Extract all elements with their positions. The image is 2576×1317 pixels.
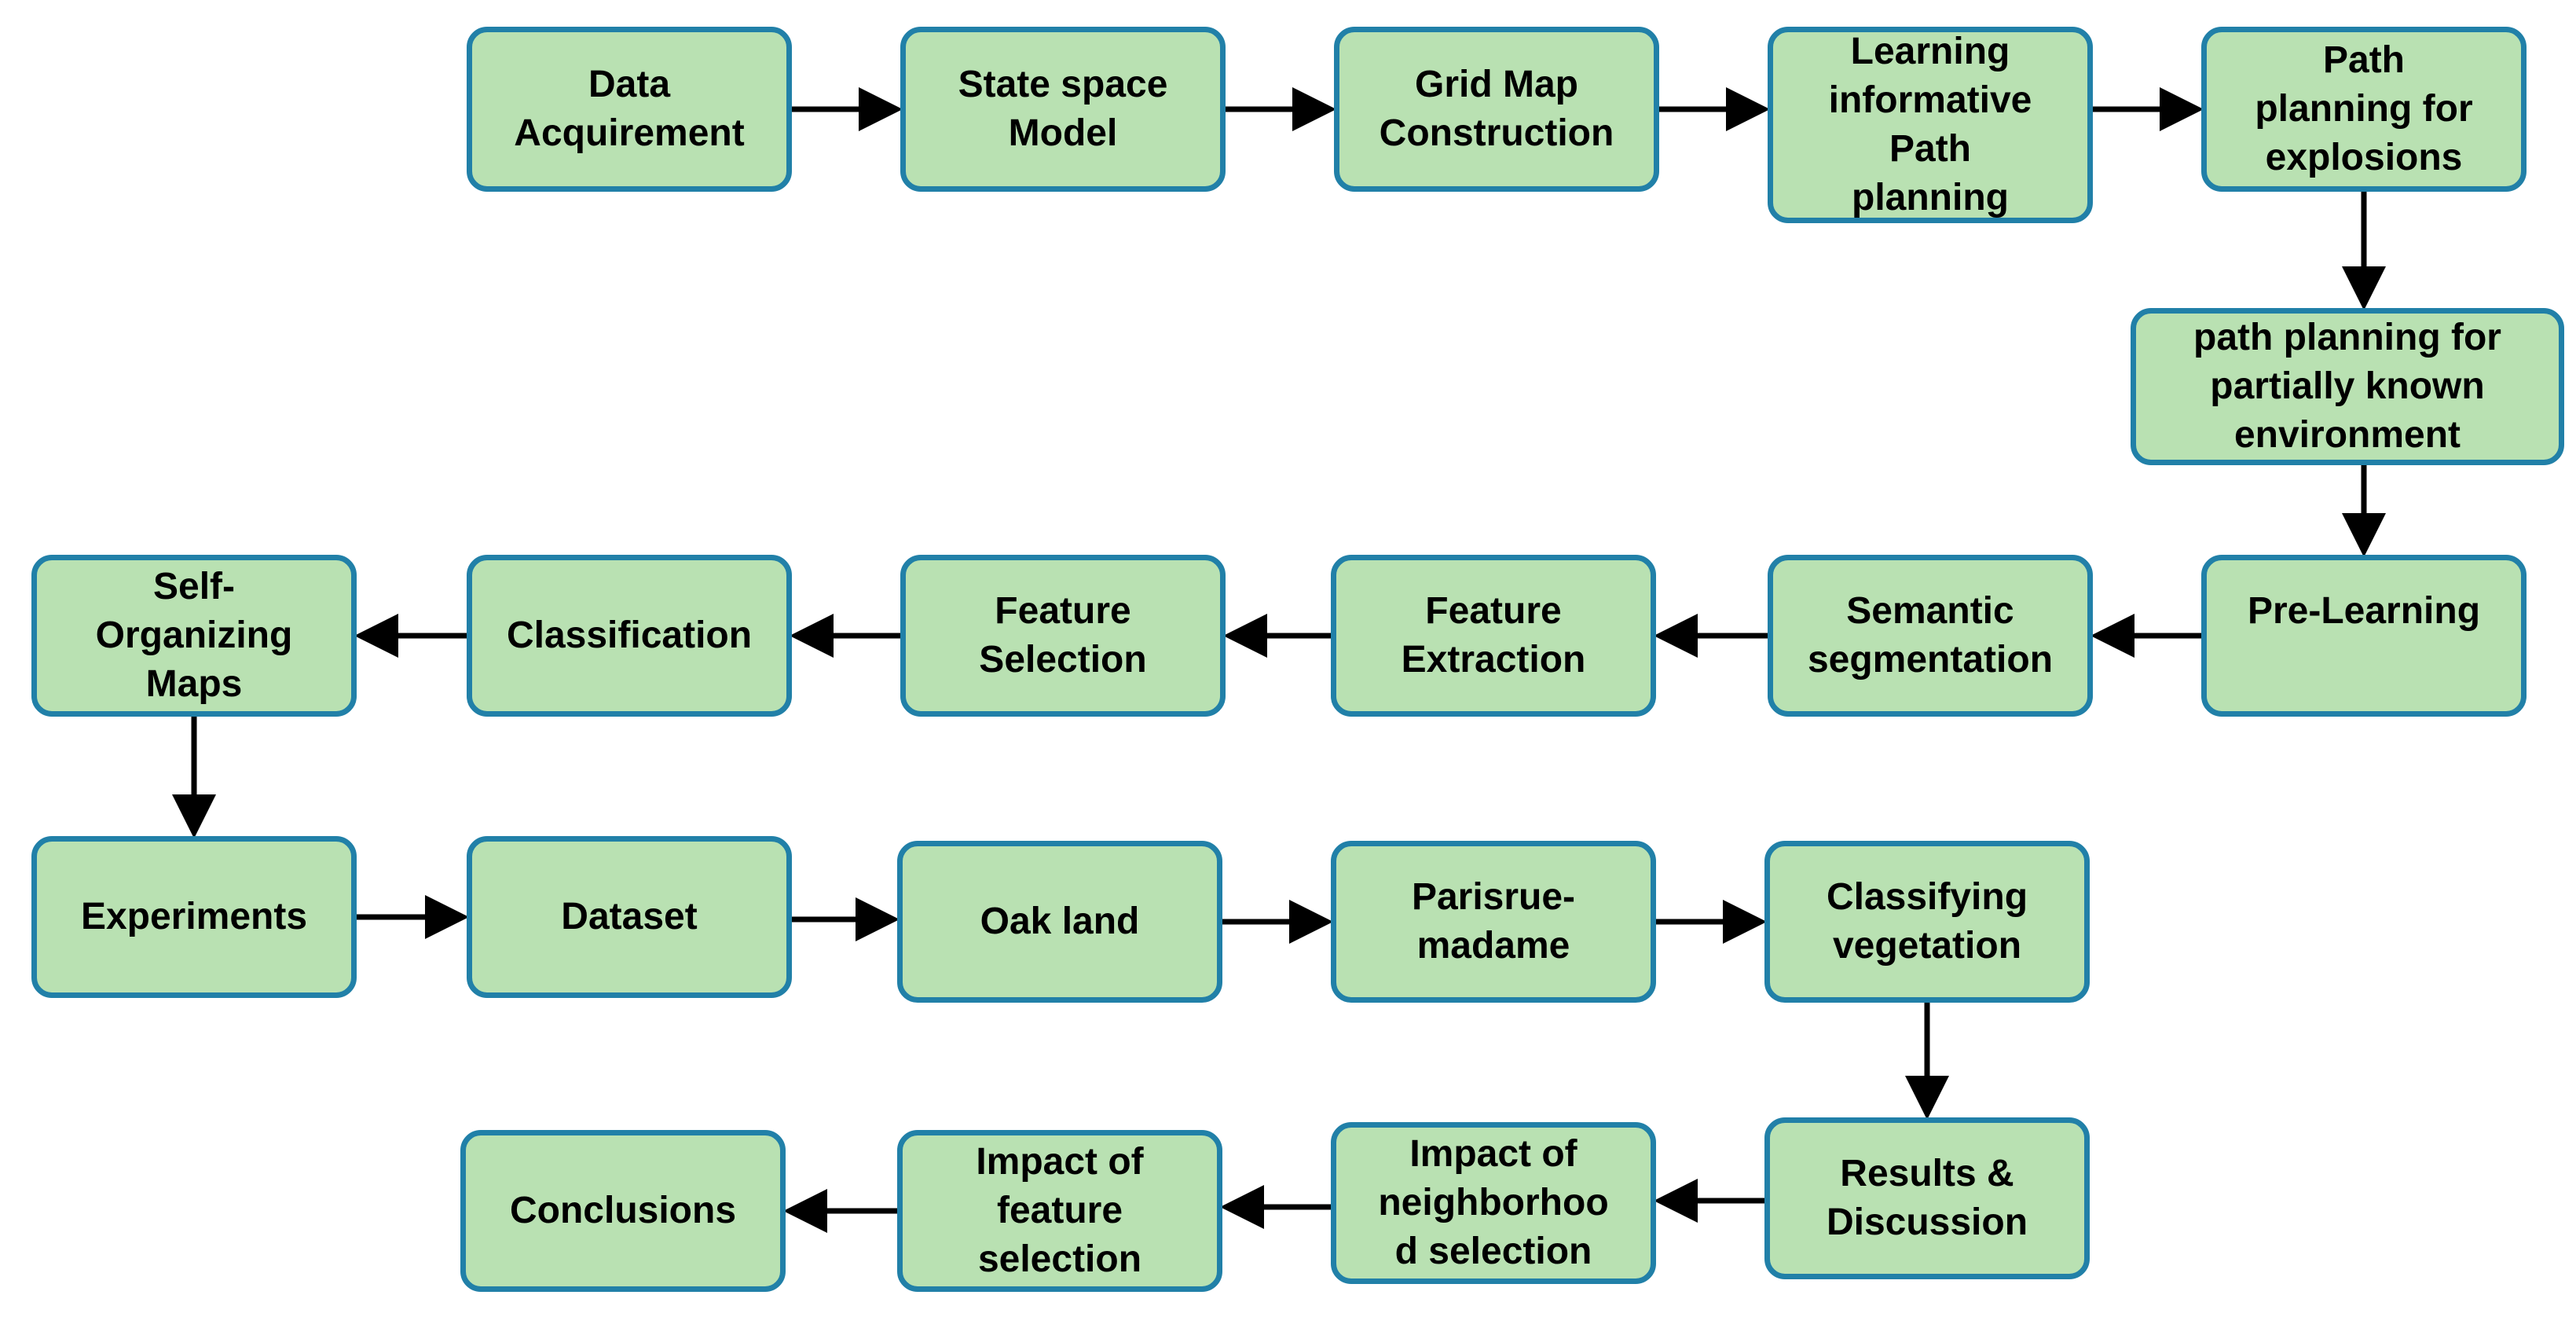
- node-experiments: Experiments: [31, 836, 357, 998]
- node-impact-feature-selection: Impact of feature selection: [897, 1130, 1222, 1292]
- node-oak-land: Oak land: [897, 841, 1222, 1003]
- node-conclusions: Conclusions: [460, 1130, 786, 1292]
- node-self-organizing-maps: Self- Organizing Maps: [31, 555, 357, 717]
- node-dataset: Dataset: [467, 836, 792, 998]
- node-learning-informative-path-planning: Learning informative Path planning: [1768, 27, 2093, 223]
- node-data-acquirement: Data Acquirement: [467, 27, 792, 192]
- node-classifying-vegetation: Classifying vegetation: [1764, 841, 2090, 1003]
- node-pre-learning: Pre-Learning: [2201, 555, 2527, 717]
- node-semantic-segmentation: Semantic segmentation: [1768, 555, 2093, 717]
- node-state-space-model: State space Model: [900, 27, 1226, 192]
- node-path-planning-partially-known: path planning for partially known enviro…: [2131, 308, 2564, 465]
- node-path-planning-for-explosions: Path planning for explosions: [2201, 27, 2527, 192]
- node-impact-neighborhood-selection: Impact of neighborhoo d selection: [1331, 1122, 1656, 1284]
- node-feature-extraction: Feature Extraction: [1331, 555, 1656, 717]
- node-parisrue-madame: Parisrue- madame: [1331, 841, 1656, 1003]
- node-grid-map-construction: Grid Map Construction: [1334, 27, 1659, 192]
- node-feature-selection: Feature Selection: [900, 555, 1226, 717]
- node-classification: Classification: [467, 555, 792, 717]
- node-results-discussion: Results & Discussion: [1764, 1117, 2090, 1279]
